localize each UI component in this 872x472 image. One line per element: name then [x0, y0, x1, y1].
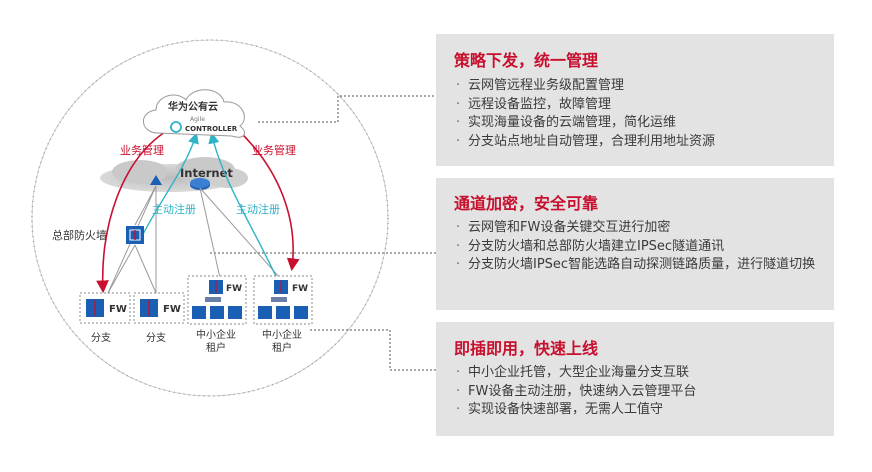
panel-title: 策略下发，统一管理	[454, 51, 599, 70]
list-item: 分支防火墙和总部防火墙建立IPSec隧道通讯	[454, 238, 824, 257]
branch-box-1: FW	[79, 292, 131, 324]
branch-2-fw-label: FW	[163, 304, 181, 315]
tenant-1-fw-label: FW	[226, 284, 242, 294]
tenant-2-label-line1: 中小企业	[262, 328, 302, 341]
branch-box-2: FW	[133, 292, 185, 324]
public-cloud-icon	[143, 89, 245, 138]
panel-plug-and-play: 即插即用，快速上线 中小企业托管，大型企业海量分支互联 FW设备主动注册，快速纳…	[436, 322, 834, 436]
panel-list: 云网管和FW设备关键交互进行加密 分支防火墙和总部防火墙建立IPSec隧道通讯 …	[454, 219, 824, 275]
list-item: 云网管远程业务级配置管理	[454, 77, 824, 96]
controller-small-label: Agile	[190, 116, 205, 123]
branch-1-fw-label: FW	[109, 304, 127, 315]
list-item: 分支防火墙IPSec智能选路自动探测链路质量，进行隧道切换	[454, 256, 824, 275]
panel-list: 云网管远程业务级配置管理 远程设备监控，故障管理 实现海量设备的云端管理，简化运…	[454, 77, 824, 151]
register-label-left: 主动注册	[152, 202, 196, 216]
register-label-right: 主动注册	[236, 202, 280, 216]
tenant-2-fw-label: FW	[292, 284, 308, 294]
hq-firewall-label: 总部防火墙	[52, 228, 107, 242]
scope-circle-inner	[31, 39, 389, 397]
connector-line-1	[258, 95, 436, 123]
list-item: 中小企业托管，大型企业海量分支互联	[454, 364, 824, 383]
tenant-box-1: FW	[187, 275, 247, 325]
panel-policy: 策略下发，统一管理 云网管远程业务级配置管理 远程设备监控，故障管理 实现海量设…	[436, 34, 834, 166]
panel-title: 通道加密，安全可靠	[454, 194, 599, 213]
panel-list: 中小企业托管，大型企业海量分支互联 FW设备主动注册，快速纳入云管理平台 实现设…	[454, 364, 824, 420]
controller-label: CONTROLLER	[185, 125, 238, 133]
business-mgmt-arrow-left	[96, 129, 169, 294]
branch-1-label: 分支	[91, 332, 111, 344]
list-item: 实现设备快速部署，无需人工值守	[454, 401, 824, 420]
tenant-box-2: FW	[253, 275, 313, 325]
list-item: 云网管和FW设备关键交互进行加密	[454, 219, 824, 238]
tenant-1-label-line2: 租户	[206, 341, 226, 354]
hq-firewall-icon	[126, 226, 144, 244]
tenant-2-label-line2: 租户	[272, 341, 292, 354]
list-item: 分支站点地址自动管理，合理利用地址资源	[454, 133, 824, 152]
business-mgmt-label-right: 业务管理	[252, 143, 296, 157]
business-mgmt-label-left: 业务管理	[120, 143, 164, 157]
business-mgmt-arrow-right	[237, 129, 300, 272]
panel-encryption: 通道加密，安全可靠 云网管和FW设备关键交互进行加密 分支防火墙和总部防火墙建立…	[436, 178, 834, 310]
connector-line-3	[310, 329, 436, 371]
tenant-1-label-line1: 中小企业	[196, 328, 236, 341]
controller-logo-icon	[170, 121, 182, 133]
panel-title: 即插即用，快速上线	[454, 339, 599, 358]
switch-icon	[190, 178, 210, 190]
public-cloud-label: 华为公有云	[168, 100, 218, 113]
list-item: 远程设备监控，故障管理	[454, 96, 824, 115]
internet-label: Internet	[180, 166, 233, 180]
router-icon	[150, 175, 162, 185]
list-item: FW设备主动注册，快速纳入云管理平台	[454, 383, 824, 402]
register-arrow-left	[139, 132, 199, 241]
list-item: 实现海量设备的云端管理，简化运维	[454, 114, 824, 133]
register-arrow-right	[208, 132, 281, 286]
branch-2-label: 分支	[146, 332, 166, 344]
